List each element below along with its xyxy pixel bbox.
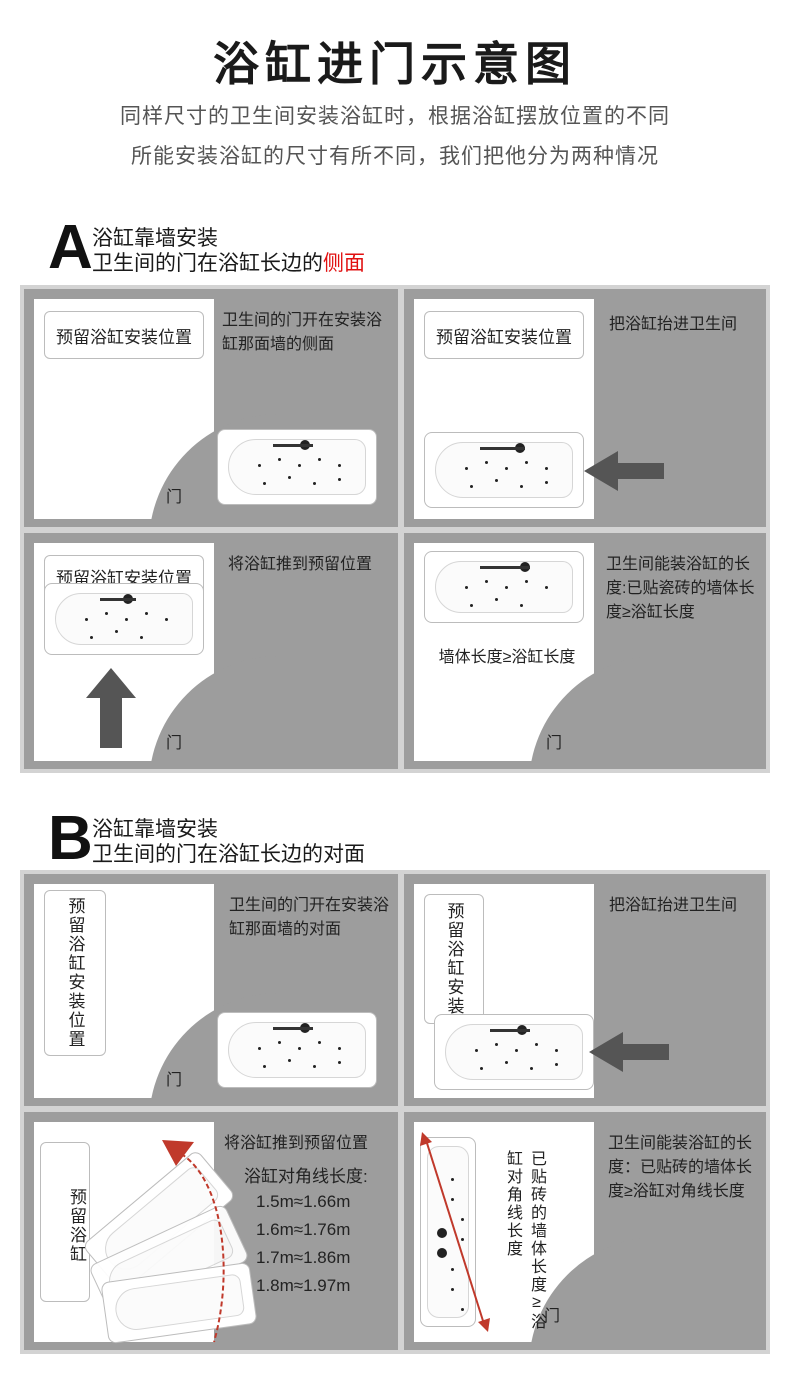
reserved-position-box: 预留浴缸安装 — [424, 894, 484, 1024]
reserved-position-box: 预留浴缸安装位置 — [44, 311, 204, 359]
panel-note: 卫生间的门开在安装浴缸那面墙的对面 — [229, 897, 390, 938]
section-a-letter: A — [48, 213, 93, 282]
reserved-position-box: 预留浴缸安装位置 — [424, 311, 584, 359]
wall-length-measure: 墙体长度≥浴缸长度 — [420, 643, 594, 667]
bathtub — [217, 429, 377, 505]
left-arrow-icon — [589, 1032, 669, 1072]
diagonal-item-3: 1.7m≈1.86m — [256, 1248, 351, 1267]
subtitle-line-1: 同样尺寸的卫生间安装浴缸时，根据浴缸摆放位置的不同 — [120, 105, 670, 128]
section-a-heading-2: 卫生间的门在浴缸长边的侧面 — [92, 251, 365, 276]
reserved-position-box: 预留浴缸安装位置 — [44, 890, 106, 1056]
left-arrow-icon — [584, 451, 664, 491]
panel-note: 卫生间能装浴缸的长度:已贴瓷砖的墙体长度≥浴缸长度 — [606, 556, 755, 621]
diagonal-title: 浴缸对角线长度: — [244, 1167, 368, 1186]
section-b-panel-2: 预留浴缸安装 把浴缸抬进卫生间 — [404, 874, 766, 1106]
section-b-panel-3: 预留浴缸 将浴缸推到预留位置 浴缸对角线长度: 1.5m≈1.66m 1.6m≈… — [24, 1112, 398, 1350]
diagonal-measure-line — [420, 1132, 490, 1332]
section-b-panel-1: 预留浴缸安装位置 卫生间的门开在安装浴缸那面墙的对面 门 — [24, 874, 398, 1106]
subtitle-line-2: 所能安装浴缸的尺寸有所不同，我们把他分为两种情况 — [131, 145, 659, 168]
door-label: 门 — [166, 1072, 183, 1089]
section-a-panel-4: 墙体长度≥浴缸长度 卫生间能装浴缸的长度:已贴瓷砖的墙体长度≥浴缸长度 门 — [404, 533, 766, 769]
section-a-panel-2: 预留浴缸安装位置 把浴缸抬进卫生间 — [404, 289, 766, 527]
reserved-position-box: 预留浴缸 — [40, 1142, 90, 1302]
section-b-heading-2: 卫生间的门在浴缸长边的对面 — [92, 843, 365, 866]
diagonal-item-4: 1.8m≈1.97m — [256, 1276, 351, 1295]
bathtub — [434, 1014, 594, 1090]
bathtub-vertical — [420, 1137, 476, 1327]
section-a-heading-2-highlight: 侧面 — [323, 252, 365, 275]
section-b-heading-1: 浴缸靠墙安装 — [92, 818, 218, 841]
door-label: 门 — [166, 489, 183, 506]
up-arrow-icon — [86, 668, 136, 748]
bathtub — [44, 583, 204, 655]
diagonal-item-2: 1.6m≈1.76m — [256, 1220, 351, 1239]
section-b-panel-4: 已贴砖的墙体长度≥浴缸对角线长度 卫生间能装浴缸的长度：已贴砖的墙体长度≥浴缸对… — [404, 1112, 766, 1350]
page-title: 浴缸进门示意图 — [213, 38, 577, 90]
door-label: 门 — [544, 1308, 561, 1325]
section-a-heading-2-main: 卫生间的门在浴缸长边的 — [92, 252, 323, 275]
door-label: 门 — [546, 735, 563, 752]
diagonal-measure-label: 已贴砖的墙体长度≥浴缸对角线长度 — [504, 1150, 545, 1331]
bathtub — [424, 432, 584, 508]
panel-note: 将浴缸推到预留位置 — [228, 556, 373, 573]
panel-note: 将浴缸推到预留位置 — [224, 1135, 369, 1152]
bathtub — [424, 551, 584, 623]
section-b-letter: B — [48, 804, 93, 873]
bathtub — [217, 1012, 377, 1088]
door-label: 门 — [166, 735, 183, 752]
diagonal-item-1: 1.5m≈1.66m — [256, 1192, 351, 1211]
panel-note: 把浴缸抬进卫生间 — [609, 316, 738, 333]
section-a-panel-3: 预留浴缸安装位置 将浴缸推到预留位置 门 — [24, 533, 398, 769]
curved-arrow-icon — [162, 1140, 225, 1343]
panel-note: 把浴缸抬进卫生间 — [609, 897, 738, 914]
section-a-panel-1: 预留浴缸安装位置 卫生间的门开在安装浴缸那面墙的侧面 门 — [24, 289, 398, 527]
section-a-heading-1: 浴缸靠墙安装 — [92, 227, 218, 250]
panel-note: 卫生间的门开在安装浴缸那面墙的侧面 — [222, 312, 383, 353]
panel-note: 卫生间能装浴缸的长度：已贴砖的墙体长度≥浴缸对角线长度 — [608, 1135, 753, 1200]
